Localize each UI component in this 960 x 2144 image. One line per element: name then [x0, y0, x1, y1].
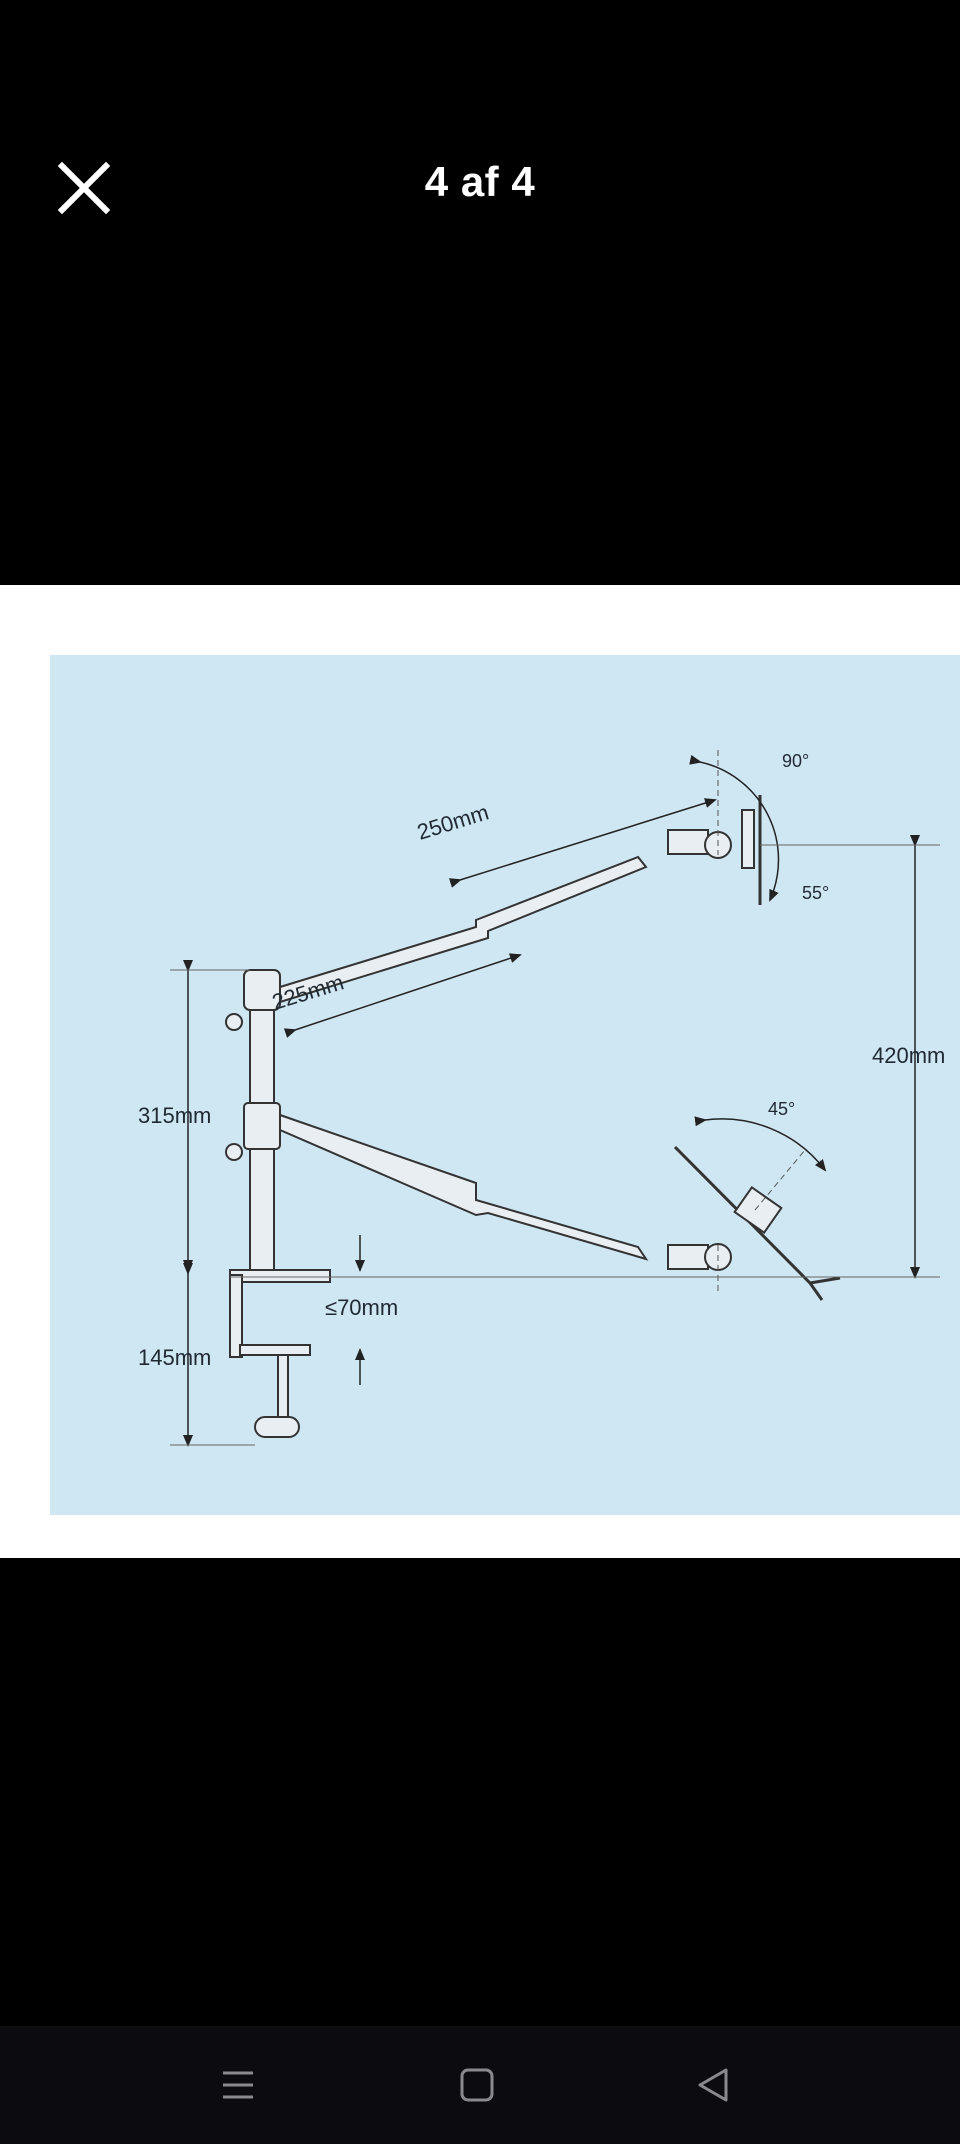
svg-text:420mm: 420mm [872, 1043, 945, 1068]
svg-text:250mm: 250mm [414, 799, 491, 844]
close-icon [57, 161, 111, 215]
label-315mm: 315mm [138, 1103, 211, 1128]
svg-text:45°: 45° [768, 1099, 795, 1119]
triangle-back-icon [698, 2068, 728, 2102]
upper-knob [225, 1013, 243, 1031]
lower-arm [279, 1113, 649, 1261]
label-145mm: 145mm [138, 1345, 211, 1370]
image-counter: 4 af 4 [424, 158, 536, 205]
svg-text:55°: 55° [802, 883, 829, 903]
clamp-screw [277, 1354, 289, 1421]
upper-joint [667, 829, 709, 855]
image-viewer[interactable]: 250mm 225mm 315mm 145mm ≤70mm 420mm 90° … [0, 585, 960, 1558]
tray-bracket [733, 1185, 783, 1235]
label-45deg: 45° [768, 1099, 795, 1119]
svg-text:145mm: 145mm [138, 1345, 211, 1370]
clamp-foot [239, 1344, 311, 1356]
clamp-side [229, 1274, 243, 1358]
home-button[interactable] [452, 2060, 502, 2110]
laptop-tray [673, 1145, 841, 1301]
label-70mm: ≤70mm [325, 1295, 398, 1320]
system-navigation-bar [0, 2026, 960, 2144]
back-button[interactable] [688, 2060, 738, 2110]
viewer-header: 4 af 4 [0, 0, 960, 585]
label-55deg: 55° [802, 883, 829, 903]
viewer-empty-area [0, 1558, 960, 2026]
square-home-icon [460, 2068, 494, 2102]
clamp-knob [254, 1416, 300, 1438]
close-button[interactable] [52, 156, 116, 220]
lower-joint [667, 1244, 709, 1270]
menu-lines-icon [223, 2071, 253, 2099]
lower-knob [225, 1143, 243, 1161]
svg-text:315mm: 315mm [138, 1103, 211, 1128]
label-420mm: 420mm [872, 1043, 945, 1068]
svg-text:90°: 90° [782, 751, 809, 771]
lower-collar [243, 1102, 281, 1150]
vesa-plate-upper [741, 809, 755, 869]
recents-button[interactable] [213, 2060, 263, 2110]
monitor-arm-diagram: 250mm 225mm 315mm 145mm ≤70mm 420mm 90° … [50, 655, 960, 1515]
svg-text:≤70mm: ≤70mm [325, 1295, 398, 1320]
clamp-top [229, 1269, 331, 1283]
diagram-drawing: 250mm 225mm 315mm 145mm ≤70mm 420mm 90° … [138, 750, 945, 1447]
label-90deg: 90° [782, 751, 809, 771]
label-250mm: 250mm [414, 799, 491, 844]
